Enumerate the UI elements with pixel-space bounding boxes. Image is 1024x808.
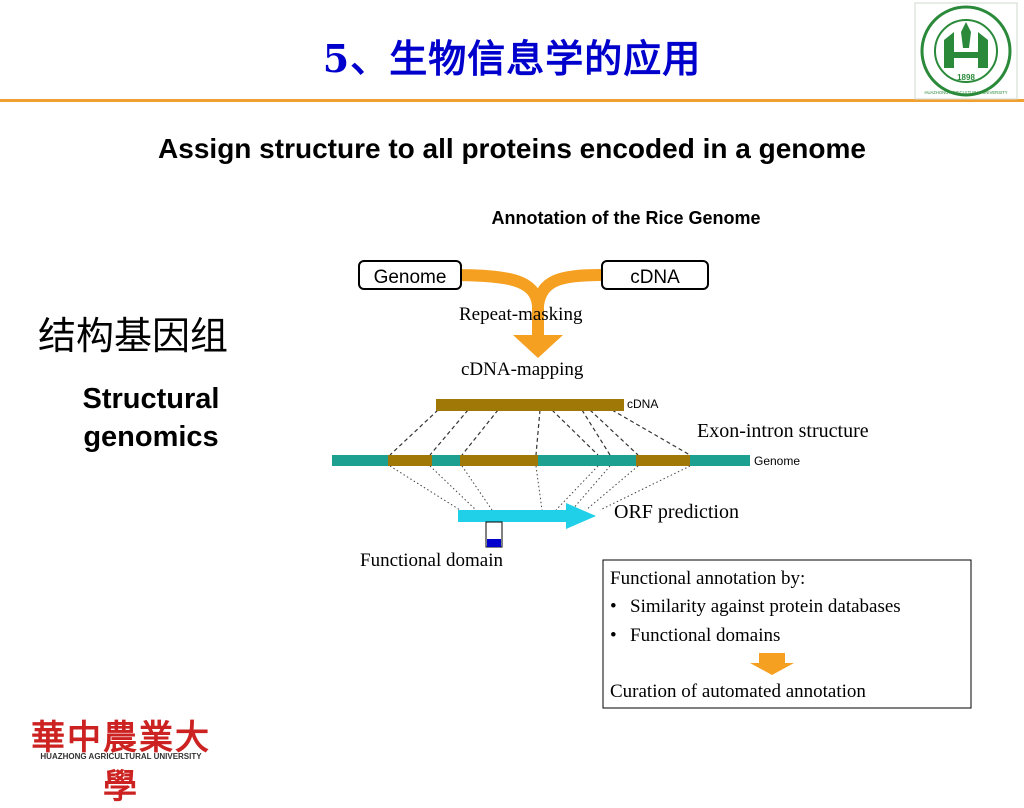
merge-arrow-head: [513, 335, 563, 358]
seal-emblem-peak: [961, 22, 971, 48]
seal-year: 1898: [957, 73, 975, 82]
domain-marker: [487, 539, 501, 547]
genome-track-label: Genome: [754, 454, 800, 468]
seal-emblem: [944, 32, 988, 68]
diagram-heading: Annotation of the Rice Genome: [491, 208, 760, 228]
genome-bar: [332, 455, 750, 466]
seal-ring-text: HUAZHONG AGRICULTURAL UNIVERSITY: [924, 90, 1007, 95]
cdna-bar: [436, 399, 624, 411]
cdna-box: [601, 260, 709, 290]
annotation-box: [602, 559, 972, 709]
curation-arrow-stem: [759, 653, 785, 663]
exon-3: [636, 455, 690, 466]
cdna-box-label: cDNA: [630, 267, 680, 288]
rice-genome-annotation-diagram: Annotation of the Rice Genome Genome cDN…: [332, 208, 972, 709]
footer-university-english: HUAZHONG AGRICULTURAL UNIVERSITY: [40, 752, 202, 761]
genome-box: [358, 260, 462, 290]
annotation-bullet-1-dot: •: [610, 596, 617, 617]
orf-label: ORF prediction: [614, 501, 739, 523]
exon-1: [388, 455, 432, 466]
genome-box-label: Genome: [374, 267, 447, 288]
curation-label: Curation of automated annotation: [610, 681, 866, 702]
cdna-mapping-label: cDNA-mapping: [461, 359, 584, 380]
structural-genomics-zh: 结构基因组: [38, 314, 229, 358]
exon-2: [460, 455, 538, 466]
exon-intron-label: Exon-intron structure: [697, 420, 869, 442]
orf-bar: [458, 510, 566, 522]
cdna-track-label: cDNA: [627, 397, 658, 411]
annotation-bullet-2-dot: •: [610, 625, 617, 646]
annotation-bullet-1: Similarity against protein databases: [630, 596, 901, 617]
structural-genomics-en-line2: genomics: [83, 421, 219, 453]
merge-arrow-right: [532, 269, 603, 307]
exon-mapping-lines: [389, 409, 691, 456]
structural-genomics-en: Structural genomics: [40, 380, 262, 456]
slide-subtitle: Assign structure to all proteins encoded…: [158, 133, 866, 164]
orf-arrow-head: [566, 503, 596, 529]
annotation-bullet-2: Functional domains: [630, 625, 780, 646]
repeat-masking-label: Repeat-masking: [459, 304, 583, 325]
structural-genomics-en-line1: Structural: [82, 383, 220, 415]
annotation-heading: Functional annotation by:: [610, 568, 805, 589]
university-seal-logo: 1898 HUAZHONG AGRICULTURAL UNIVERSITY: [914, 2, 1018, 100]
functional-domain-label: Functional domain: [360, 550, 504, 571]
title-divider: [0, 99, 1024, 102]
curation-arrow-head: [750, 663, 794, 675]
slide-title: 5、生物信息学的应用: [322, 36, 702, 81]
orf-mapping-lines: [389, 465, 691, 511]
